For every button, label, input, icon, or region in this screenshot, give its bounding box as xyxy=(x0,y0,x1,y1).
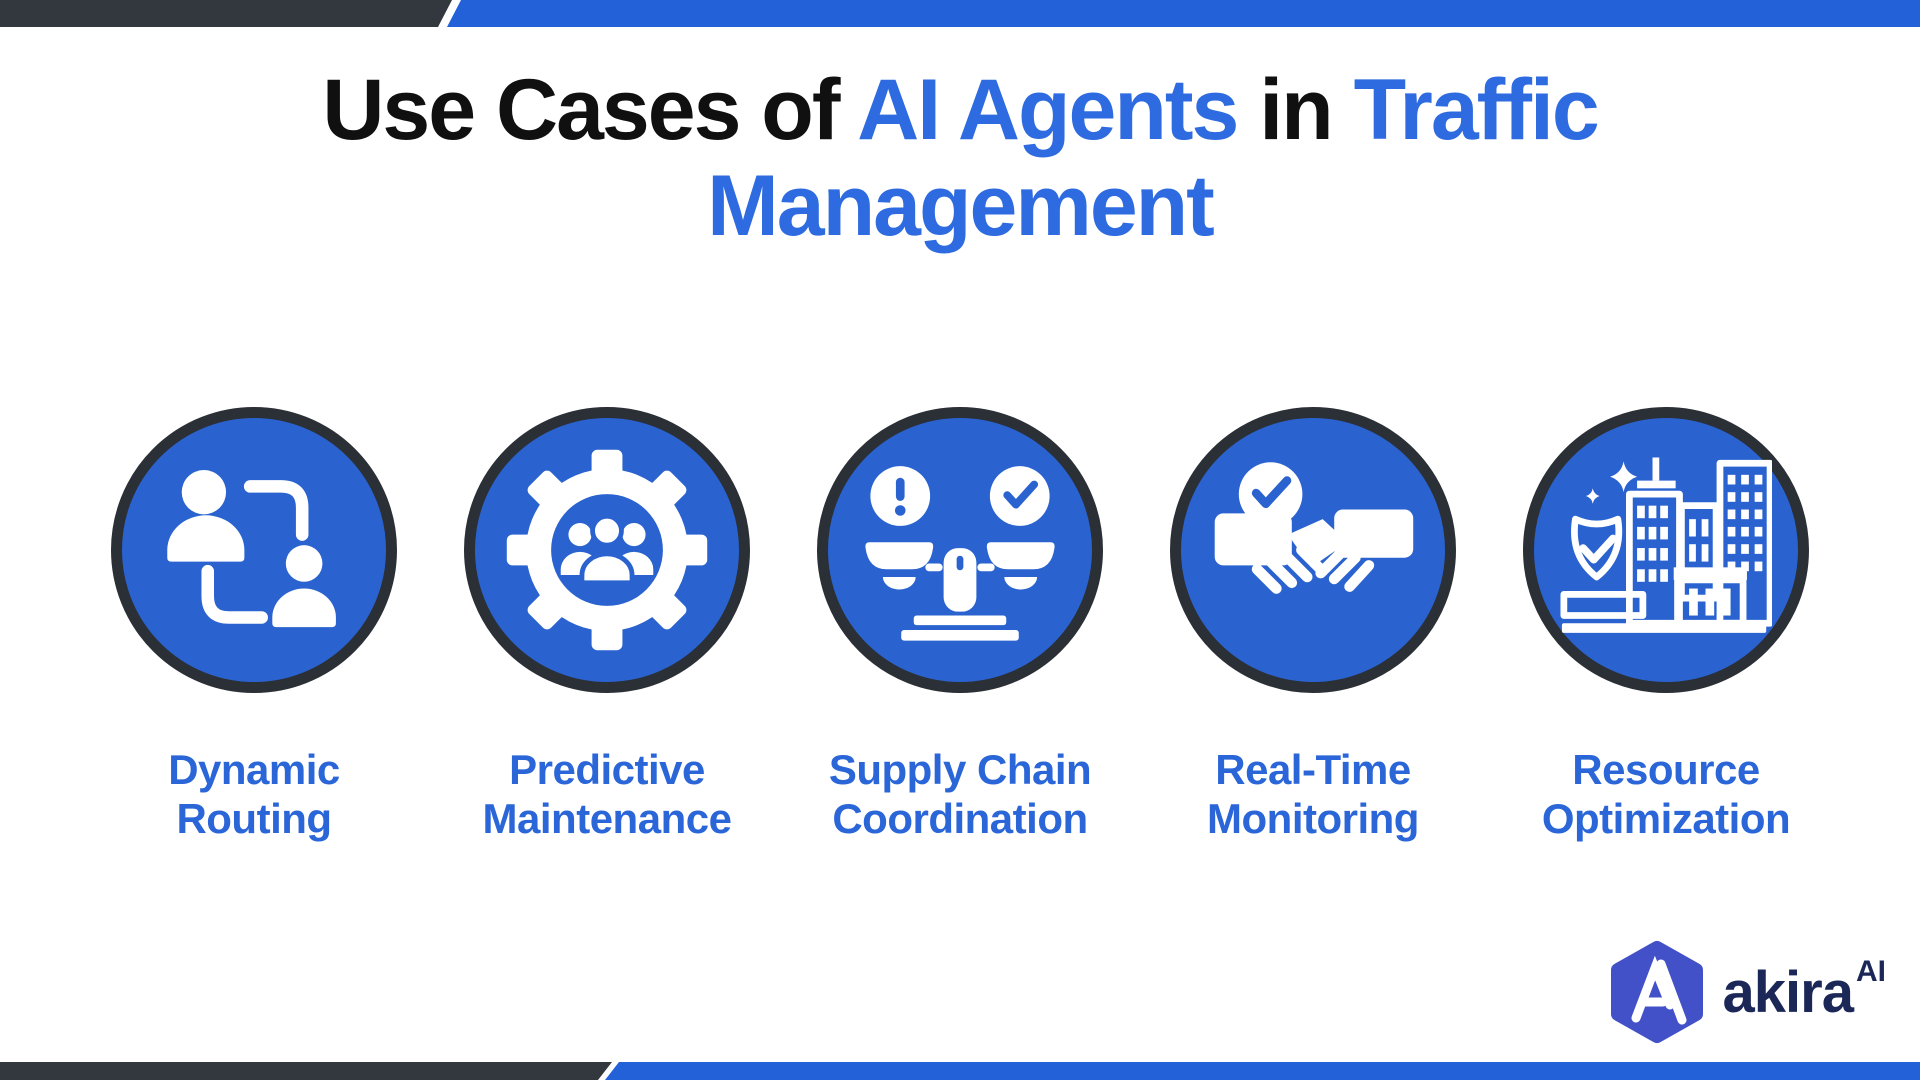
balance-scale-icon xyxy=(865,466,1055,641)
title-text-dark-2: in xyxy=(1259,62,1333,158)
use-case-label: Real-Time Monitoring xyxy=(1207,745,1419,843)
brand-name: akira xyxy=(1722,959,1854,1025)
use-case-dynamic-routing: Dynamic Routing xyxy=(111,407,397,843)
label-line-2: Coordination xyxy=(832,795,1088,843)
top-accent-bar xyxy=(0,0,1920,27)
bottom-bar-blue-segment xyxy=(605,1062,1920,1080)
handshake-check-icon xyxy=(1214,462,1414,594)
label-line-1: Supply Chain xyxy=(828,746,1092,793)
akira-logo-mark-icon xyxy=(1610,941,1703,1043)
use-case-predictive-maintenance: Predictive Maintenance xyxy=(464,407,750,843)
title-text-blue-1: AI Agents xyxy=(857,62,1239,158)
use-case-label: Supply Chain Coordination xyxy=(828,745,1092,843)
title-line-1: Use Cases of AI Agents in Traffic xyxy=(0,62,1920,158)
title-text-blue-2: Traffic xyxy=(1353,62,1600,158)
top-bar-dark-segment xyxy=(0,0,452,27)
title-line-2: Management xyxy=(707,158,1215,255)
predictive-maintenance-badge xyxy=(464,407,750,693)
use-case-resource-optimization: Resource Optimization xyxy=(1523,407,1809,843)
gear-team-icon xyxy=(506,449,708,651)
resource-optimization-badge xyxy=(1523,407,1809,693)
label-line-1: Resource xyxy=(1572,746,1760,793)
bottom-accent-bar xyxy=(0,1062,1920,1080)
brand-superscript: AI xyxy=(1856,955,1886,988)
city-shield-icon xyxy=(1560,457,1772,633)
dynamic-routing-badge xyxy=(111,407,397,693)
people-exchange-icon xyxy=(167,470,336,628)
use-case-label: Dynamic Routing xyxy=(168,745,340,843)
title-text-dark-1: Use Cases of xyxy=(322,62,840,158)
label-line-2: Maintenance xyxy=(482,795,732,843)
label-line-1: Real-Time xyxy=(1215,746,1411,793)
page-title: Use Cases of AI Agents in Traffic Manage… xyxy=(0,62,1920,255)
label-line-2: Routing xyxy=(176,795,332,843)
akira-ai-logo: akira AI xyxy=(1607,938,1886,1046)
use-case-supply-chain-coordination: Supply Chain Coordination xyxy=(817,407,1103,843)
label-line-2: Optimization xyxy=(1541,795,1791,843)
use-case-label: Predictive Maintenance xyxy=(483,745,732,843)
use-cases-row: Dynamic Routing xyxy=(0,407,1920,843)
use-case-real-time-monitoring: Real-Time Monitoring xyxy=(1170,407,1456,843)
use-case-label: Resource Optimization xyxy=(1541,745,1791,843)
label-line-1: Predictive xyxy=(509,746,705,793)
real-time-monitoring-badge xyxy=(1170,407,1456,693)
top-bar-blue-segment xyxy=(447,0,1920,27)
label-line-2: Monitoring xyxy=(1207,795,1419,843)
bottom-bar-dark-segment xyxy=(0,1062,612,1080)
label-line-1: Dynamic xyxy=(168,746,340,793)
supply-chain-badge xyxy=(817,407,1103,693)
